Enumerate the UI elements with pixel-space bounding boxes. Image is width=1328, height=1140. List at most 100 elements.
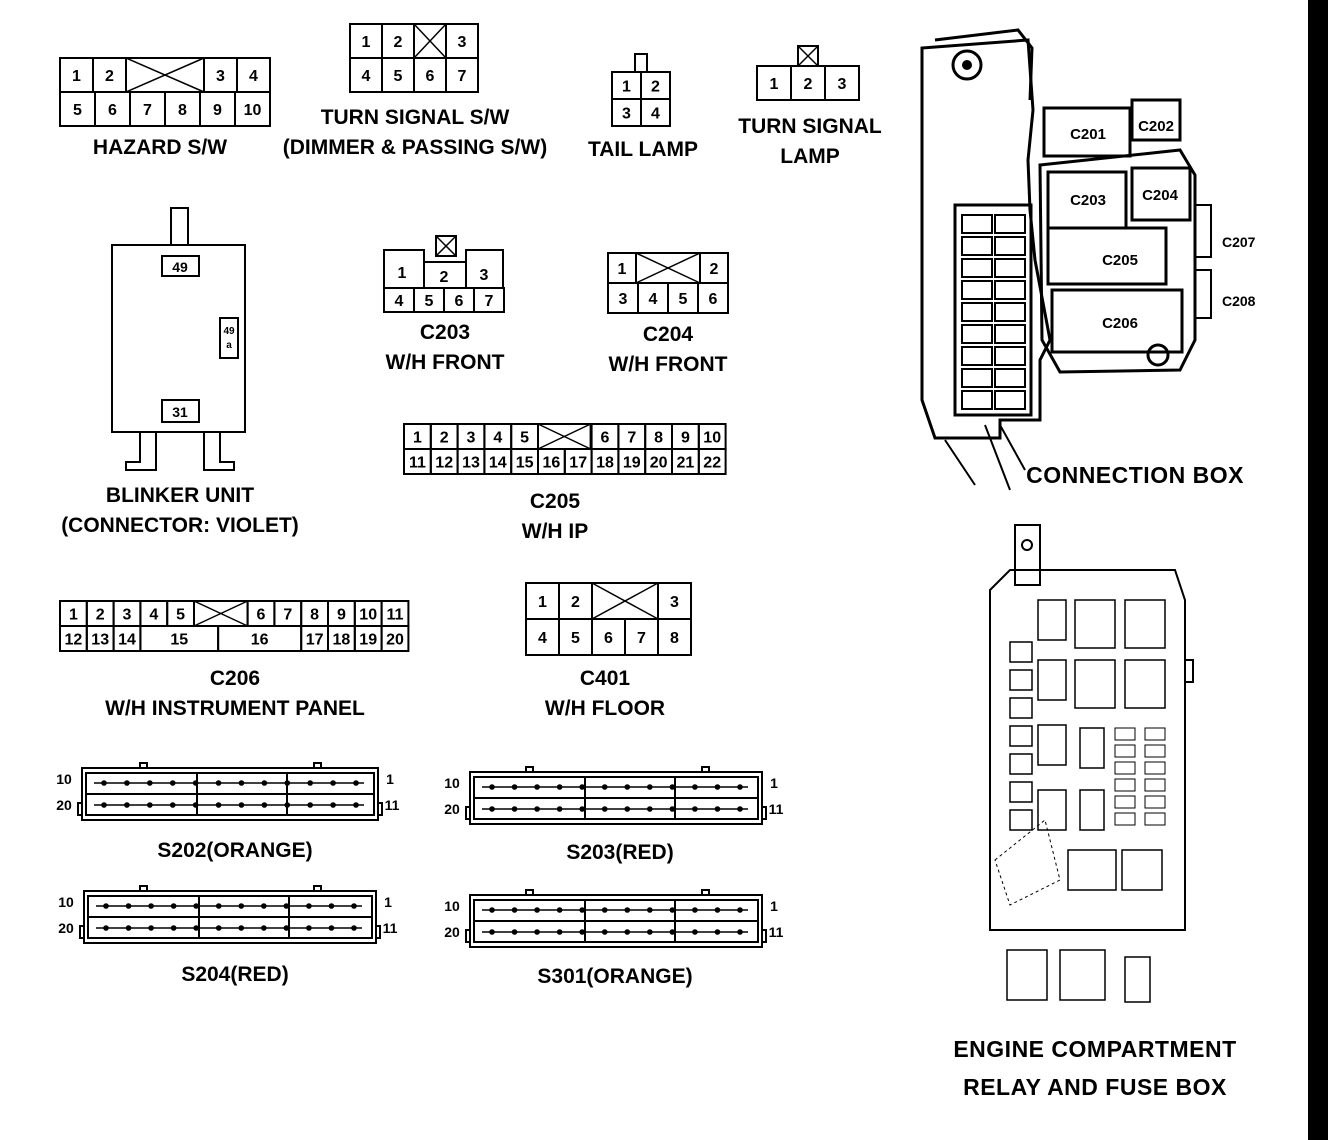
relay	[1074, 659, 1116, 709]
connection-box-caption: CONNECTION BOX	[1026, 462, 1244, 488]
pin-dot	[579, 784, 585, 790]
pin-label: 13	[462, 455, 480, 472]
mount-hole	[1021, 539, 1033, 551]
pin-label: 4	[362, 68, 371, 85]
pin-label: 3	[622, 106, 631, 123]
fuse-slot	[961, 280, 993, 300]
pin-label: 3	[123, 607, 132, 624]
blinker-unit-caption: BLINKER UNIT (CONNECTOR: VIOLET)	[61, 484, 299, 537]
pin-label: 10	[359, 607, 377, 624]
pin-label: 4	[538, 630, 547, 647]
text-label: 49	[223, 326, 235, 337]
pin-label: 4	[649, 291, 658, 308]
tab	[701, 889, 710, 896]
pin-label: 5	[73, 102, 82, 119]
mini-fuse	[1114, 778, 1136, 792]
pin-label: 15	[516, 455, 534, 472]
fuse-slot	[994, 324, 1026, 344]
pin-label: 10	[244, 102, 262, 119]
pin-label: 16	[543, 455, 561, 472]
socket-label: C205	[1102, 252, 1138, 269]
side-latch	[377, 802, 383, 816]
tail-lamp-caption: TAIL LAMP	[587, 138, 699, 161]
right-leg	[203, 432, 235, 471]
pin-dot	[328, 925, 335, 931]
pin-dot	[192, 780, 199, 786]
fuse	[1009, 753, 1033, 775]
side-latch	[761, 929, 767, 943]
pin-number-label: 20	[56, 797, 72, 813]
pin-number-label: 1	[770, 898, 778, 914]
terminal-49	[161, 255, 200, 277]
pin-label: 11	[409, 455, 426, 472]
pin-label: 18	[333, 632, 351, 649]
pin-label: 8	[178, 102, 187, 119]
pin-number-label: 10	[58, 894, 74, 910]
pin-dot	[534, 806, 540, 812]
engine-box-caption: ENGINE COMPARTMENT RELAY AND FUSE BOX	[953, 1036, 1237, 1100]
pin-cavity	[445, 57, 479, 93]
pin-dot	[215, 780, 222, 786]
connector-block	[1038, 148, 1197, 374]
pin-number-label: 1	[770, 775, 778, 791]
fuse	[1009, 641, 1033, 663]
pin-label: 3	[467, 430, 476, 447]
pin-label: 17	[306, 632, 324, 649]
pin-number-label: 20	[444, 924, 460, 940]
tab	[139, 762, 148, 769]
pin-label: 11	[387, 607, 404, 624]
latch	[634, 53, 648, 73]
tab	[525, 766, 534, 773]
pin-number-label: 10	[56, 771, 72, 787]
pin-dot	[307, 780, 313, 786]
mount-hole	[951, 49, 983, 81]
pin-dot	[170, 903, 177, 909]
pin-dot	[601, 929, 608, 935]
pin-label: 6	[426, 68, 435, 85]
pin-label: 15	[170, 632, 188, 649]
pin-label: 9	[213, 102, 222, 119]
pin-dot	[101, 802, 107, 808]
pin-cavity	[697, 448, 727, 475]
pin-label: 8	[654, 430, 663, 447]
relay	[1037, 599, 1067, 641]
c203-caption: C203 W/H FRONT	[385, 321, 505, 374]
pin-dot	[103, 925, 109, 931]
pin-cavity	[640, 98, 671, 127]
side-latch	[77, 802, 83, 816]
side-latch	[79, 925, 85, 939]
pin-label: 6	[604, 630, 613, 647]
pin-dot	[147, 802, 153, 808]
s301-caption: S301(ORANGE)	[537, 965, 693, 988]
fuse	[1009, 781, 1033, 803]
relay	[1037, 659, 1067, 701]
joint-body	[469, 894, 763, 948]
fuse-block	[953, 203, 1033, 417]
mini-fuse	[1114, 812, 1136, 826]
pin-label: 5	[176, 607, 185, 624]
pin-label: 2	[804, 76, 813, 93]
s204-caption: S204(RED)	[181, 963, 289, 986]
pin-label: 2	[440, 430, 449, 447]
fuse	[1009, 725, 1033, 747]
pin-label: 4	[149, 607, 158, 624]
pin-dot	[534, 929, 540, 935]
pin-label: 2	[96, 607, 105, 624]
pin-dot	[737, 929, 743, 935]
relay	[1079, 789, 1105, 831]
socket-label: C208	[1222, 293, 1256, 309]
fuse-slot	[994, 258, 1026, 278]
side-connector	[1194, 269, 1212, 319]
fuse-slot	[994, 390, 1026, 410]
pin-dot	[328, 903, 335, 909]
